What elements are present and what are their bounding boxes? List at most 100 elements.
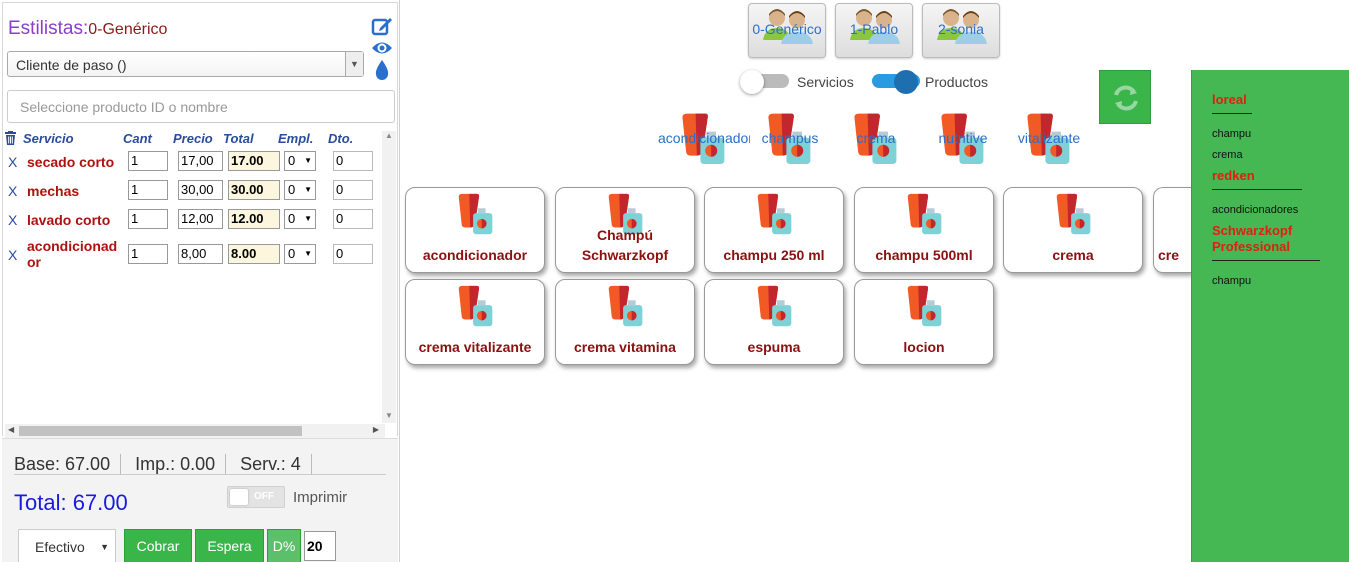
product-card[interactable]: Champú Schwarzkopf — [555, 187, 695, 273]
brand-underline — [1212, 113, 1252, 114]
product-card[interactable]: locion — [854, 279, 994, 365]
header-empl: Empl. — [278, 131, 314, 146]
remove-service-button[interactable]: X — [8, 212, 18, 228]
category-label: champus — [761, 130, 819, 146]
trash-icon[interactable] — [4, 131, 17, 145]
employee-select[interactable]: 0▼ — [284, 244, 316, 264]
horizontal-scroll-thumb[interactable] — [19, 426, 302, 436]
product-card[interactable]: crema vitalizante — [405, 279, 545, 365]
servicios-switch[interactable] — [740, 70, 791, 94]
quantity-field[interactable]: 1 — [128, 180, 168, 200]
price-field[interactable]: 30,00 — [178, 180, 223, 200]
remove-service-button[interactable]: X — [8, 154, 18, 170]
service-row: X mechas 1 30,00 30.00 0▼ 0 — [3, 177, 383, 205]
servicios-switch-knob — [740, 70, 764, 94]
price-field[interactable]: 12,00 — [178, 209, 223, 229]
header-total: Total — [223, 131, 254, 146]
category-button[interactable]: crema — [830, 110, 922, 170]
product-card[interactable]: champu 500ml — [854, 187, 994, 273]
vertical-scrollbar[interactable]: ▲ ▼ — [382, 131, 396, 423]
stylist-button[interactable]: 1-Pablo — [835, 3, 913, 58]
stylist-button[interactable]: 0-Genérico — [748, 3, 826, 58]
brand-link[interactable]: loreal — [1212, 92, 1247, 107]
side-icons — [371, 15, 393, 83]
category-button[interactable]: vitalizante — [1003, 110, 1095, 170]
service-row: X acondicionad or 1 8,00 8.00 0▼ 0 — [3, 238, 383, 270]
payment-method-select[interactable]: Efectivo ▼ — [18, 529, 116, 562]
product-card[interactable]: crema vitamina — [555, 279, 695, 365]
discount-field[interactable]: 0 — [333, 180, 373, 200]
product-card[interactable]: crema — [1003, 187, 1143, 273]
employee-select[interactable]: 0▼ — [284, 180, 316, 200]
stylist-button-label: 1-Pablo — [849, 21, 899, 37]
header-precio: Precio — [173, 131, 213, 146]
stylist-button[interactable]: 2-sonia — [922, 3, 1000, 58]
category-button[interactable]: champus — [744, 110, 836, 170]
scroll-down-icon[interactable]: ▼ — [385, 411, 393, 420]
ticket-total: Total: 67.00 — [14, 490, 128, 515]
stylist-title: Estilistas:0-Genérico — [8, 18, 167, 40]
product-label: espuma — [747, 339, 801, 355]
discount-percent-input[interactable]: 20 — [304, 531, 336, 561]
discount-field[interactable]: 0 — [333, 244, 373, 264]
product-card[interactable]: espuma — [704, 279, 844, 365]
discount-field[interactable]: 0 — [333, 151, 373, 171]
service-row: X secado corto 1 17,00 17.00 0▼ 0 — [3, 148, 383, 176]
brand-link[interactable]: redken — [1212, 168, 1255, 183]
brand-category-link[interactable]: champu — [1212, 128, 1252, 140]
chevron-down-icon[interactable]: ▼ — [345, 52, 363, 76]
total-field: 17.00 — [228, 151, 280, 171]
divider — [14, 474, 386, 475]
category-label: nutritive — [938, 130, 988, 146]
product-label: locion — [903, 339, 945, 355]
category-button[interactable]: nutritive — [917, 110, 1009, 170]
cobrar-button[interactable]: Cobrar — [124, 529, 192, 562]
remove-service-button[interactable]: X — [8, 247, 18, 263]
brand-category-link[interactable]: acondicionadores — [1212, 204, 1299, 216]
product-card[interactable]: acondicionador — [405, 187, 545, 273]
header-cant: Cant — [123, 131, 152, 146]
base-amount: Base: 67.00 — [14, 454, 122, 475]
edit-icon[interactable] — [371, 15, 393, 37]
espera-button[interactable]: Espera — [195, 529, 264, 562]
scroll-up-icon[interactable]: ▲ — [385, 131, 393, 140]
refresh-button[interactable] — [1099, 70, 1151, 124]
discount-percent-button[interactable]: D% — [267, 529, 301, 562]
brand-category-link[interactable]: champu — [1212, 275, 1252, 287]
quantity-field[interactable]: 1 — [128, 209, 168, 229]
product-card[interactable]: cre — [1153, 187, 1191, 273]
drop-icon[interactable] — [371, 59, 393, 81]
total-field: 8.00 — [228, 244, 280, 264]
discount-field[interactable]: 0 — [333, 209, 373, 229]
product-search-input[interactable] — [7, 90, 395, 123]
quantity-field[interactable]: 1 — [128, 244, 168, 264]
remove-service-button[interactable]: X — [8, 183, 18, 199]
employee-select-value: 0 — [288, 153, 296, 168]
product-card[interactable]: champu 250 ml — [704, 187, 844, 273]
client-select[interactable]: Cliente de paso () ▼ — [7, 51, 364, 77]
quantity-field[interactable]: 1 — [128, 151, 168, 171]
chevron-down-icon: ▼ — [304, 156, 312, 165]
product-label: crema vitalizante — [418, 339, 532, 355]
print-toggle[interactable]: OFF — [227, 486, 285, 508]
category-label: crema — [856, 130, 896, 146]
eye-icon[interactable] — [371, 39, 393, 57]
total-field: 12.00 — [228, 209, 280, 229]
employee-select[interactable]: 0▼ — [284, 209, 316, 229]
category-button[interactable]: acondicionador — [658, 110, 750, 170]
chevron-down-icon: ▼ — [304, 249, 312, 258]
stylist-current-name: 0-Genérico — [88, 21, 168, 38]
price-field[interactable]: 17,00 — [178, 151, 223, 171]
price-field[interactable]: 8,00 — [178, 244, 223, 264]
brand-link[interactable]: Schwarzkopf Professional — [1212, 223, 1293, 254]
scroll-right-icon[interactable]: ▶ — [372, 425, 379, 434]
productos-switch[interactable] — [872, 70, 922, 94]
product-label: cre — [1158, 247, 1180, 263]
horizontal-scrollbar[interactable]: ◀ ▶ — [5, 424, 385, 438]
employee-select[interactable]: 0▼ — [284, 151, 316, 171]
tax-amount: Imp.: 0.00 — [135, 454, 227, 475]
scroll-left-icon[interactable]: ◀ — [8, 425, 15, 434]
brand-category-link[interactable]: crema — [1212, 149, 1243, 161]
